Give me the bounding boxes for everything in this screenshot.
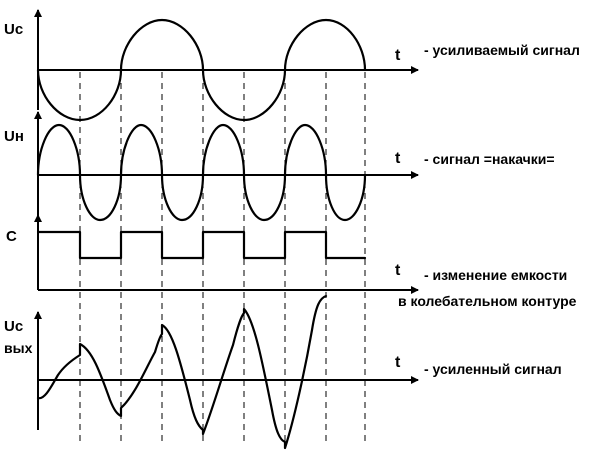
panel-input-signal: Uс t - усиливаемый сигнал <box>4 9 580 122</box>
y-axis-label: Uс <box>4 21 23 38</box>
panel-description-line-1: - изменение емкости <box>424 267 567 283</box>
y-axis-sublabel: вых <box>4 340 33 356</box>
dashed-guide-lines <box>79 72 366 442</box>
time-axis-label: t <box>395 262 401 279</box>
panel-description: - усиливаемый сигнал <box>424 42 580 58</box>
capacitance-square-wave <box>36 230 367 260</box>
amplified-signal-wave <box>36 294 328 450</box>
panel-description: - усиленный сигнал <box>424 361 562 377</box>
panel-output-signal: Uс вых t - усиленный сигнал <box>4 294 562 450</box>
input-signal-wave <box>36 18 367 122</box>
panel-description-line-2: в колебательном контуре <box>398 293 577 309</box>
y-axis-label: Uн <box>4 128 24 145</box>
time-axis-label: t <box>395 47 401 64</box>
y-axis-label: Uс <box>4 318 23 335</box>
panel-description: - сигнал =накачки= <box>424 151 555 167</box>
pump-signal-wave <box>36 123 367 222</box>
time-axis-label: t <box>395 354 401 371</box>
y-axis-label: С <box>6 228 17 245</box>
panel-capacitance: С t - изменение емкости в колебательном … <box>6 214 577 309</box>
panel-pump-signal: Uн t - сигнал =накачки= <box>4 111 555 222</box>
time-axis-label: t <box>395 150 401 167</box>
